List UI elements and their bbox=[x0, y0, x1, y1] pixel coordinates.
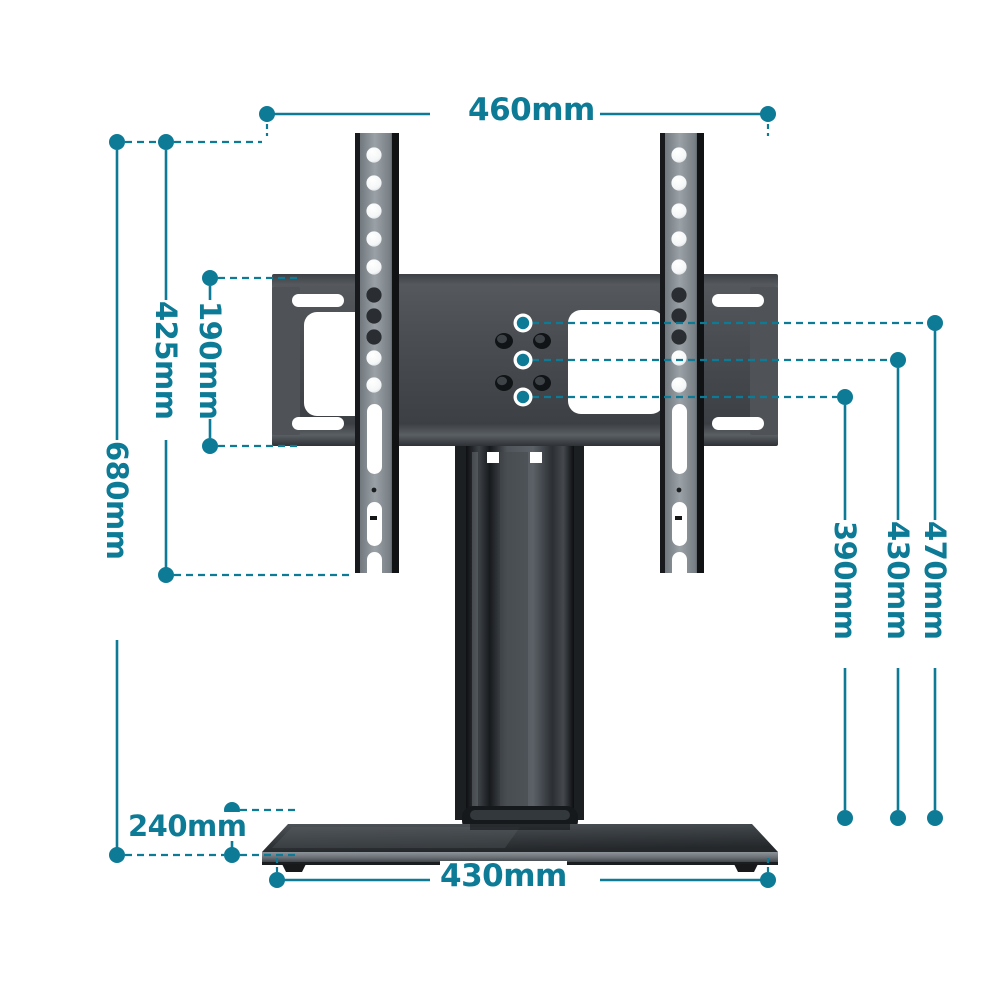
dimension-190mm bbox=[202, 270, 300, 454]
dimension-470mm bbox=[532, 315, 943, 826]
label-460mm: 460mm bbox=[468, 92, 595, 128]
label-470mm: 470mm bbox=[918, 521, 952, 640]
label-390mm: 390mm bbox=[828, 521, 862, 640]
dimension-430mm-vertical bbox=[532, 352, 906, 826]
screw-boss-group bbox=[495, 333, 551, 391]
label-425mm: 425mm bbox=[149, 301, 183, 420]
dimension-680mm bbox=[109, 134, 125, 863]
dimension-425mm bbox=[158, 134, 352, 583]
center-support-column bbox=[455, 446, 584, 832]
vertical-rail-right bbox=[660, 133, 704, 586]
label-240mm: 240mm bbox=[128, 809, 247, 843]
label-430mm-bottom: 430mm bbox=[440, 858, 567, 894]
vertical-rail-left bbox=[355, 133, 399, 586]
dimension-390mm bbox=[532, 389, 853, 826]
dimension-460mm bbox=[259, 106, 776, 136]
label-680mm: 680mm bbox=[100, 441, 134, 560]
dimension-430mm-horizontal bbox=[269, 858, 776, 888]
label-190mm: 190mm bbox=[193, 301, 227, 420]
vesa-reference-markers bbox=[513, 313, 533, 407]
label-430mm-right: 430mm bbox=[881, 521, 915, 640]
